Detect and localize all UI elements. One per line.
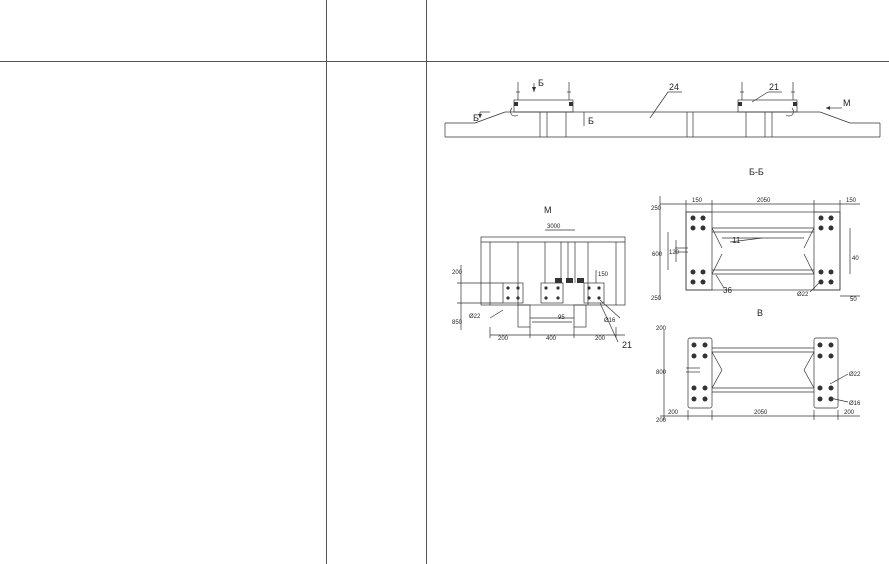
label-view-m-small: М	[544, 205, 552, 215]
dim-40: 40	[852, 256, 859, 262]
view-m-section	[457, 229, 626, 343]
dim-dia22-v: Ø22	[849, 372, 861, 378]
dim-150-left: 150	[692, 198, 703, 204]
label-section-b-left: Б	[473, 113, 479, 123]
dim-dia16-m: Ø16	[604, 318, 616, 324]
dim-850: 850	[452, 320, 463, 326]
section-bb-plan	[659, 196, 860, 300]
label-view-v: В	[757, 308, 763, 318]
callout-36: 36	[723, 286, 732, 295]
dim-150-m: 150	[598, 272, 609, 278]
dim-200-v-bottom: 200	[656, 418, 667, 424]
dim-600: 600	[652, 252, 663, 258]
dim-200-bottom-left: 200	[498, 336, 509, 342]
dim-120: 120	[669, 250, 680, 256]
dim-200-left-side: 200	[452, 270, 463, 276]
dim-200-v-bottom-right: 200	[844, 410, 855, 416]
label-view-m: М	[843, 98, 851, 108]
dim-250-top: 250	[651, 206, 662, 212]
dim-200-bottom-right: 200	[595, 336, 606, 342]
dim-200-v-top: 200	[656, 326, 667, 332]
dim-50: 50	[850, 297, 857, 303]
dim-800-v: 800	[656, 370, 667, 376]
dim-95: 95	[558, 315, 565, 321]
dim-2050-v: 2050	[754, 410, 768, 416]
header-divider	[0, 61, 889, 62]
dim-dia16-v: Ø16	[849, 401, 861, 407]
column-divider-2	[426, 0, 427, 564]
label-view-bb: Б-Б	[749, 167, 764, 177]
dim-dia22-bb: Ø22	[797, 292, 809, 298]
dim-250-bottom: 250	[651, 296, 662, 302]
callout-21-top: 21	[769, 82, 779, 92]
frame-elevation	[444, 82, 881, 138]
label-section-b-top: Б	[538, 78, 544, 88]
label-section-b-right: Б	[588, 116, 594, 126]
dim-400-mid: 400	[546, 336, 557, 342]
callout-24: 24	[669, 82, 679, 92]
dim-dia22-m: Ø22	[469, 314, 481, 320]
column-divider-1	[326, 0, 327, 564]
callout-21-bottom: 21	[622, 340, 632, 350]
dim-2050-top: 2050	[757, 198, 771, 204]
dim-3000: 3000	[547, 224, 561, 230]
dim-200-v-bottom-left: 200	[668, 410, 679, 416]
callout-11: 11	[732, 236, 741, 245]
view-v-plan	[660, 330, 860, 420]
dim-150-right: 150	[846, 198, 857, 204]
